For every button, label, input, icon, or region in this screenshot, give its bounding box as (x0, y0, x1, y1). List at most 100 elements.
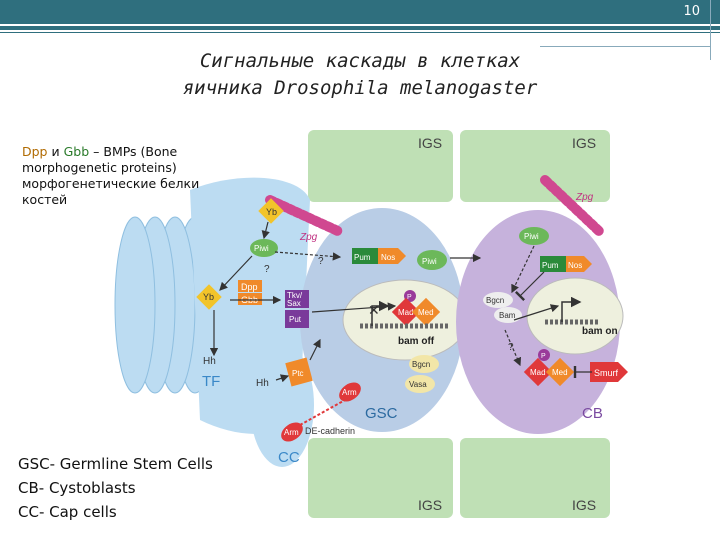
igs-box-top-right (460, 130, 610, 202)
vasa-label: Vasa (409, 380, 427, 389)
vasa-gsc (405, 375, 435, 393)
p-gsc-label: P (407, 294, 412, 301)
header-bar: 10 (0, 0, 720, 24)
header-rule (0, 26, 720, 30)
dpp-label: Dpp (241, 282, 258, 292)
dpp-box (238, 280, 262, 292)
igs-box-top-left (308, 130, 453, 202)
repression-x: ✕ (368, 302, 380, 318)
p-cb (538, 349, 550, 361)
cc-label: CC (278, 449, 300, 466)
igs-box-bottom-left (308, 438, 453, 518)
piwi-cb (519, 227, 549, 245)
slide-number: 10 (683, 4, 700, 19)
legend-gsc: GSC- Germline Stem Cells (18, 455, 213, 473)
arm-top (339, 382, 361, 402)
cb-nucleus (526, 277, 624, 355)
yb-top-label: Yb (266, 207, 277, 217)
tf-label: TF (202, 373, 220, 390)
q1-label: ? (264, 264, 270, 275)
smurf-label: Smurf (594, 368, 619, 378)
abbreviation-legend: GSC- Germline Stem Cells CB- Cystoblasts… (18, 452, 213, 524)
gsc-label: GSC (365, 405, 398, 422)
arm-top-label: Arm (342, 388, 357, 397)
hh-cc-label: Hh (256, 378, 269, 389)
slide-title: Сигнальные каскады в клетках яичника Dro… (110, 48, 610, 102)
tkv-label: Tkv/ (287, 291, 303, 300)
de-cadherin-label: DE-cadherin (305, 426, 355, 436)
gbb-box (238, 293, 262, 305)
igs-label-bl: IGS (418, 497, 442, 513)
zpg-right-label: Zpg (575, 192, 594, 203)
note-rest: – BMPs (Bone morphogenetic proteins) мор… (22, 144, 200, 207)
tkv-sax-receptor (285, 290, 309, 308)
piwi-gsc (417, 250, 447, 270)
pum-cb (540, 256, 566, 272)
decorative-frame-line (700, 0, 711, 60)
bgcn-cb-label: Bgcn (486, 296, 504, 305)
header-rule-thin (0, 32, 720, 33)
legend-cb: CB- Cystoblasts (18, 479, 136, 497)
yb-top (258, 198, 284, 224)
put-label: Put (289, 315, 302, 324)
sax-label: Sax (287, 299, 301, 308)
med-gsc (411, 297, 441, 327)
zpg-right-coil (540, 175, 605, 237)
q2-label: ? (318, 256, 324, 267)
igs-label-tl: IGS (418, 135, 442, 151)
arm-bottom-label: Arm (284, 428, 299, 437)
p-cb-label: P (541, 353, 546, 360)
mad-cb-label: Mad (530, 368, 546, 377)
ptc-receptor (285, 357, 313, 387)
zpg-left-coil (265, 195, 345, 237)
nos-cb-label: Nos (568, 261, 582, 270)
igs-box-bottom-right (460, 438, 610, 518)
piwi-tf-label: Piwi (254, 244, 269, 253)
hh-tf-label: Hh (203, 356, 216, 367)
bam-cb (494, 307, 522, 323)
mad-gsc-label: Mad (398, 308, 414, 317)
nos-cb (566, 256, 592, 272)
piwi-gsc-label: Piwi (422, 257, 437, 266)
note-dpp: Dpp (22, 144, 48, 159)
smurf-cb (590, 362, 628, 382)
zpg-left-label: Zpg (299, 232, 318, 243)
q3-label: ? (508, 342, 514, 353)
bam-off-label: bam off (398, 336, 435, 347)
med-cb (545, 357, 575, 387)
bam-on-label: bam on (582, 326, 618, 337)
bgcn-gsc (409, 355, 439, 373)
igs-label-br: IGS (572, 497, 596, 513)
bam-cb-label: Bam (499, 311, 516, 320)
legend-cc: CC- Cap cells (18, 503, 117, 521)
piwi-tf (250, 239, 278, 257)
note-and: и (51, 144, 60, 159)
nos-gsc (378, 248, 406, 264)
bgcn-cb (483, 292, 513, 308)
note-gbb: Gbb (63, 144, 90, 159)
mad-cb (523, 357, 553, 387)
igs-label-tr: IGS (572, 135, 596, 151)
yb-mid (196, 284, 222, 310)
ptc-label: Ptc (292, 369, 304, 378)
bam-promoter-cb (561, 296, 582, 322)
bgcn-gsc-label: Bgcn (412, 360, 430, 369)
signal-arrows (209, 221, 592, 383)
bam-promoter-gsc (371, 300, 390, 326)
title-line-2: яичника Drosophila melanogaster (182, 77, 538, 99)
yb-mid-label: Yb (203, 292, 214, 302)
put-receptor (285, 310, 309, 328)
pum-gsc (352, 248, 378, 264)
piwi-cb-label: Piwi (524, 232, 539, 241)
de-cadherin-link (299, 399, 346, 426)
med-gsc-label: Med (418, 308, 434, 317)
mad-gsc (391, 297, 421, 327)
title-line-1: Сигнальные каскады в клетках (199, 50, 521, 72)
bmp-note: Dpp и Gbb – BMPs (Bone morphogenetic pro… (22, 144, 242, 208)
pum-cb-label: Pum (542, 261, 559, 270)
cb-label: CB (582, 405, 603, 422)
nos-gsc-label: Nos (381, 253, 395, 262)
pum-gsc-label: Pum (354, 253, 371, 262)
med-cb-label: Med (552, 368, 568, 377)
